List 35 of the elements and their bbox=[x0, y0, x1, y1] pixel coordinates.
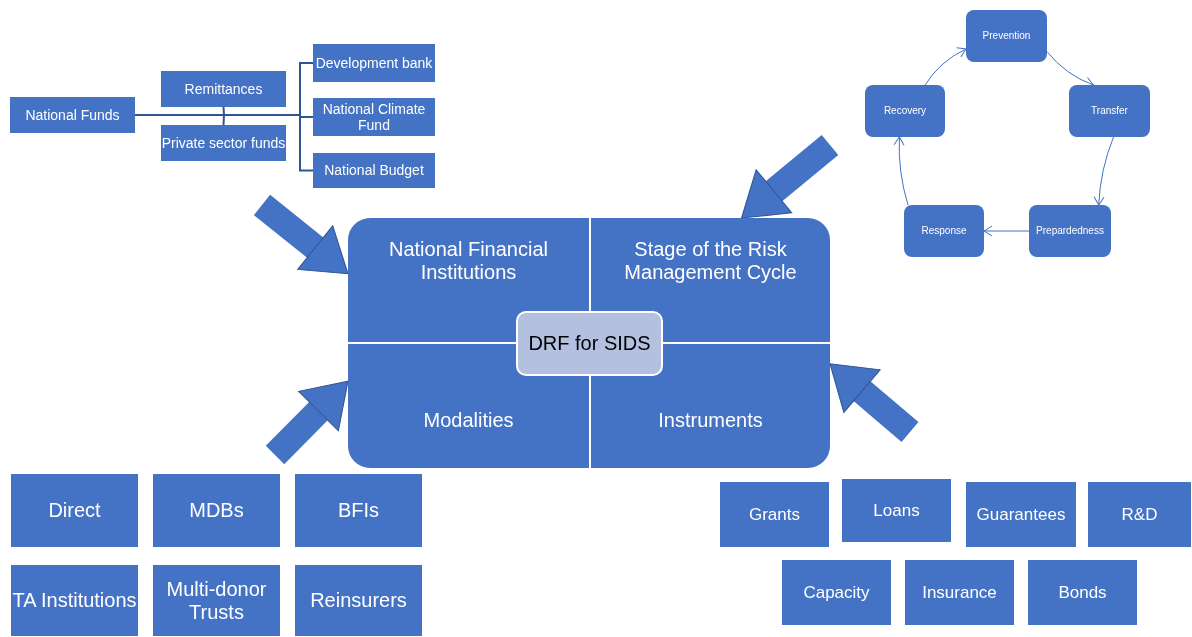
cycle-arrow bbox=[1046, 51, 1094, 88]
connector-line bbox=[134, 114, 314, 172]
stage-box: Transfer bbox=[1069, 85, 1150, 137]
fund-box: Development bank bbox=[313, 44, 435, 82]
block-arrow bbox=[741, 134, 839, 219]
fund-box: Private sector funds bbox=[161, 125, 286, 161]
category-box: Loans bbox=[842, 479, 951, 542]
cycle-arrow bbox=[1093, 136, 1115, 206]
fund-box: National Budget bbox=[313, 153, 435, 188]
category-box: Multi-donor Trusts bbox=[153, 565, 280, 636]
cycle-arrow bbox=[924, 47, 967, 86]
category-box: Bonds bbox=[1028, 560, 1137, 625]
block-arrow bbox=[253, 194, 349, 275]
category-box: Insurance bbox=[905, 560, 1014, 625]
center-label-box: DRF for SIDS bbox=[516, 311, 663, 376]
cycle-arrow bbox=[983, 225, 1030, 237]
fund-box: National Climate Fund bbox=[313, 98, 435, 136]
cycle-arrow bbox=[893, 136, 909, 206]
fund-box: Remittances bbox=[161, 71, 286, 107]
category-box: Guarantees bbox=[966, 482, 1076, 547]
category-box: Direct bbox=[11, 474, 138, 547]
stage-box: Prepardedness bbox=[1029, 205, 1111, 257]
category-box: Reinsurers bbox=[295, 565, 422, 636]
category-box: MDBs bbox=[153, 474, 280, 547]
fund-box: National Funds bbox=[10, 97, 135, 133]
category-box: BFIs bbox=[295, 474, 422, 547]
stage-box: Prevention bbox=[966, 10, 1047, 62]
stage-box: Recovery bbox=[865, 85, 945, 137]
block-arrow bbox=[829, 363, 919, 442]
stage-box: Response bbox=[904, 205, 984, 257]
category-box: R&D bbox=[1088, 482, 1191, 547]
category-box: TA Institutions bbox=[11, 565, 138, 636]
block-arrow bbox=[265, 380, 349, 465]
category-box: Capacity bbox=[782, 560, 891, 625]
category-box: Grants bbox=[720, 482, 829, 547]
